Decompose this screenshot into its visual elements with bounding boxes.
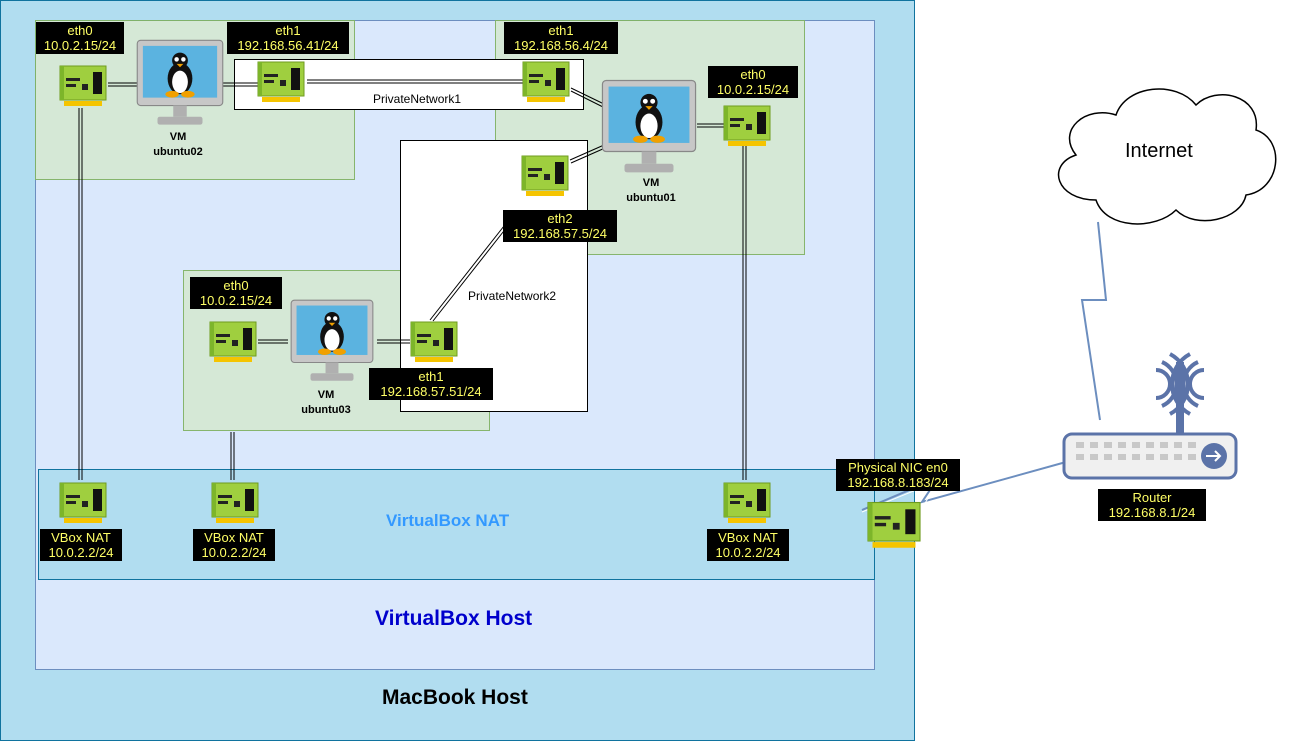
- nic-icon: [58, 62, 108, 108]
- macbook-host-title: MacBook Host: [382, 686, 528, 709]
- nic-icon: [520, 152, 570, 198]
- nic-icon: [208, 318, 258, 364]
- nic-icon: [409, 318, 459, 364]
- internet-cloud-icon: [1057, 88, 1277, 225]
- virtualbox-host-title: VirtualBox Host: [375, 607, 533, 630]
- vm-monitor-icon: [600, 78, 698, 176]
- nic-icon: [58, 479, 108, 525]
- private-network-1-label: PrivateNetwork1: [373, 92, 462, 106]
- vm-monitor-icon: [135, 38, 225, 128]
- physical-nic-icon: [864, 498, 924, 550]
- nic-icon: [722, 102, 772, 148]
- nic-icon: [210, 479, 260, 525]
- nic-icon: [521, 58, 571, 104]
- router-icon: [1062, 352, 1238, 480]
- nic-icon: [722, 479, 772, 525]
- nic-icon: [256, 58, 306, 104]
- private-network-2-label: PrivateNetwork2: [468, 289, 557, 303]
- internet-label: Internet: [1125, 140, 1193, 162]
- vm-monitor-icon: [286, 298, 378, 384]
- virtualbox-nat-title: VirtualBox NAT: [386, 511, 510, 530]
